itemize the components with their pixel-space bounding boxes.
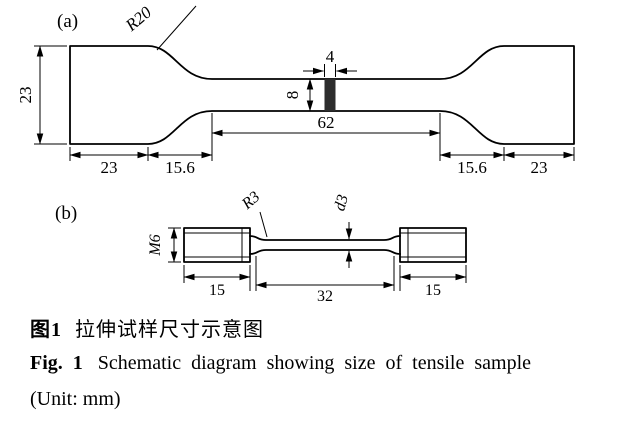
rod-bottom-profile	[249, 249, 401, 255]
gauge-diameter-label: d3	[331, 193, 352, 213]
fillet-radius-a-label: R20	[121, 2, 155, 35]
dim-fillet-left-a-label: 15.6	[165, 158, 195, 177]
caption-english: Fig. 1 Schematic diagram showing size of …	[30, 352, 531, 375]
dim-gauge-b-label: 32	[317, 288, 333, 305]
specimen-a	[69, 45, 575, 145]
dimensions-a	[34, 5, 575, 161]
caption-chinese-text: 拉伸试样尺寸示意图	[75, 319, 264, 341]
leader-line-r20	[156, 5, 197, 51]
mark-width-label: 4	[326, 47, 335, 66]
part-a-label: (a)	[57, 11, 78, 32]
leader-line-r3	[259, 211, 268, 238]
specimen-b	[183, 227, 467, 263]
dimensions-b	[168, 211, 467, 291]
dim-grip-right-b-label: 15	[425, 282, 441, 299]
fillet-radius-b-label: R3	[238, 188, 263, 213]
part-b-label: (b)	[55, 203, 77, 224]
dim-grip-left-b-label: 15	[209, 282, 225, 299]
caption-english-text: Schematic diagram showing size of tensil…	[97, 352, 532, 374]
caption-unit: (Unit: mm)	[30, 388, 121, 410]
dim-grip-left-a-label: 23	[101, 158, 118, 177]
caption-english-label: Fig. 1	[30, 352, 83, 374]
grip-right-b	[399, 227, 467, 263]
grip-left-b	[183, 227, 251, 263]
dim-fillet-right-a-label: 15.6	[457, 158, 487, 177]
dim-grip-right-a-label: 23	[531, 158, 548, 177]
grip-height-a-label: 23	[16, 87, 35, 104]
specimen-a-outline	[69, 45, 575, 145]
gauge-length-label: 62	[318, 113, 335, 132]
gauge-height-label: 8	[283, 91, 302, 100]
gauge-mark-bar	[324, 79, 336, 111]
caption-chinese-label: 图1	[30, 319, 62, 341]
labels: (a) R20 23 4 8 62 23 15.6 15.6 23 (b) R3…	[16, 2, 548, 305]
rod-top-profile	[249, 235, 401, 241]
caption-chinese: 图1 拉伸试样尺寸示意图	[30, 313, 264, 342]
thread-spec-label: M6	[147, 234, 164, 256]
